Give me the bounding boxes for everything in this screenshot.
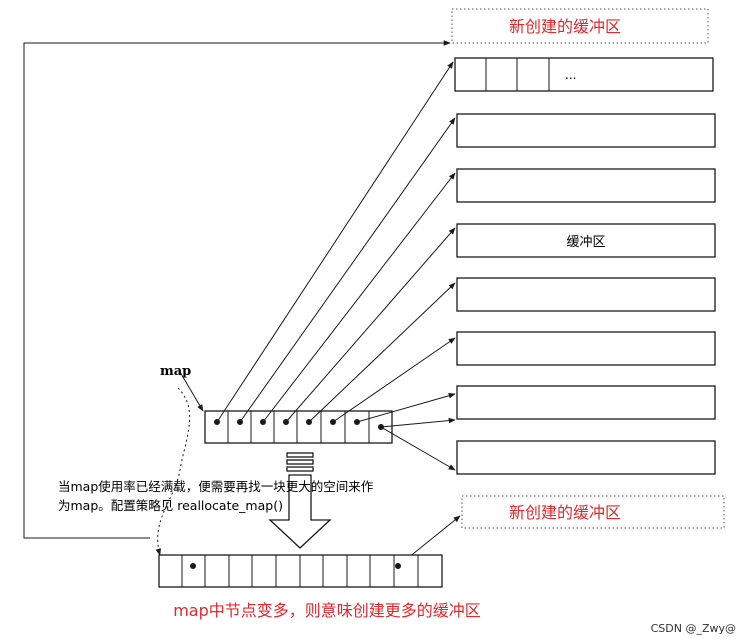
new-buffer-top-box: [451, 8, 709, 44]
new-buffer-bottom-box: [461, 495, 725, 529]
node-to-buffer-arrows: [216, 61, 456, 471]
new-buffer-bottom-label: 新创建的缓冲区: [509, 503, 621, 522]
buffer-3: [456, 168, 716, 203]
map-dotted-pointer: [155, 387, 191, 556]
buffer-8: [456, 440, 716, 475]
buffer-1: ...: [454, 57, 714, 92]
outer-bracket-line: [23, 42, 450, 539]
new-map-array: [158, 554, 443, 588]
reallocate-down-arrow: [268, 452, 332, 549]
buffer-7: [456, 385, 716, 420]
watermark: CSDN @_Zwy@: [651, 622, 736, 635]
old-map-node-dots: [214, 419, 384, 430]
bottom-caption: map中节点变多，则意味创建更多的缓冲区: [173, 601, 481, 620]
buffer-4: [456, 223, 716, 258]
buffer-ellipsis: ...: [565, 68, 576, 82]
new-buffer-top-label: 新创建的缓冲区: [509, 17, 621, 36]
buffer-label: 缓冲区: [566, 235, 605, 250]
note-line-1: 当map使用率已经满载，便需要再找一块更大的空间来作: [58, 479, 374, 494]
buffer-5: [456, 277, 716, 312]
buffer-6: [456, 331, 716, 366]
map-label: map: [160, 364, 191, 379]
map-pointer-arrow: [179, 371, 204, 412]
note-line-2: 为map。配置策略见 reallocate_map(): [58, 498, 283, 513]
buffer-2: [456, 113, 716, 148]
old-map-array: [204, 410, 393, 444]
